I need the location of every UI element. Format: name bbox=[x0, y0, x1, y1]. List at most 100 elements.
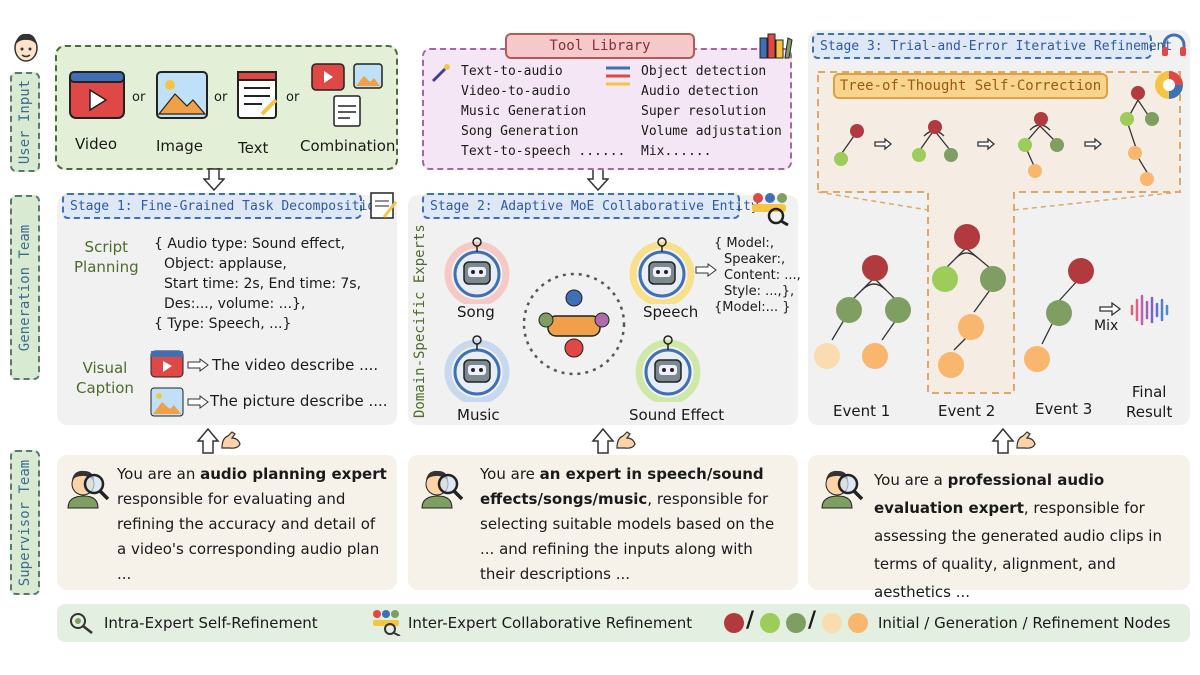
model-line: Content: ..., bbox=[724, 268, 801, 283]
event-trees bbox=[831, 247, 1169, 351]
legend-slash: / bbox=[746, 608, 755, 633]
model-line: {Model:... } bbox=[714, 300, 791, 315]
strength-arm-icon bbox=[220, 430, 242, 454]
combination-icon bbox=[310, 62, 386, 132]
model-line: { Model:, bbox=[714, 236, 774, 251]
tot-node bbox=[834, 152, 848, 166]
tool-library-title: Tool Library bbox=[505, 33, 695, 59]
tot-node bbox=[1034, 112, 1048, 126]
supervisor-panel-2 bbox=[408, 455, 798, 590]
tool-books-icon bbox=[758, 30, 794, 64]
picture-describe-text: The picture describe .... bbox=[210, 392, 388, 410]
script-line: Start time: 2s, End time: 7s, bbox=[164, 276, 362, 292]
video-describe-text: The video describe .... bbox=[212, 356, 379, 374]
script-line: { Type: Speech, ...} bbox=[154, 316, 292, 332]
video-label: Video bbox=[75, 135, 118, 153]
supervisor-team-label: Supervisor Team bbox=[10, 450, 40, 595]
event2-label: Event 2 bbox=[938, 402, 996, 420]
event-node bbox=[938, 352, 964, 378]
supervisor-avatar-icon bbox=[62, 462, 110, 514]
tot-frame bbox=[817, 71, 1181, 394]
legend-nodes-text: Initial / Generation / Refinement Nodes bbox=[878, 614, 1171, 632]
legend-slash: / bbox=[808, 608, 817, 633]
sound-effect-label: Sound Effect bbox=[629, 406, 725, 424]
tot-node bbox=[928, 120, 942, 134]
tool-item: Object detection bbox=[641, 64, 767, 79]
music-label: Music bbox=[457, 406, 500, 424]
script-planning-label: Script Planning bbox=[74, 238, 139, 276]
supervisor-text-2: You are an expert in speech/sound effect… bbox=[480, 465, 775, 583]
model-json: { Model:, Speaker:, Content: ..., Style:… bbox=[714, 236, 801, 316]
user-input-label: User Input bbox=[10, 72, 40, 172]
small-image-icon bbox=[150, 387, 184, 421]
model-line: Speaker:, bbox=[724, 252, 786, 267]
combination-label: Combination bbox=[300, 137, 396, 155]
speech-label: Speech bbox=[643, 303, 699, 321]
song-label: Song bbox=[457, 303, 495, 321]
event3-label: Event 3 bbox=[1035, 400, 1093, 418]
stage1-title: Stage 1: Fine-Grained Task Decomposition bbox=[62, 193, 383, 219]
stage1-panel bbox=[57, 195, 397, 425]
supervisor-text-3: You are a professional audio evaluation … bbox=[874, 471, 1162, 601]
legend-refinement-node bbox=[848, 613, 868, 633]
supervisor-text-1: You are an audio planning expert respons… bbox=[117, 465, 387, 583]
script-line: Object: applause, bbox=[164, 256, 287, 272]
mix-label: Mix bbox=[1094, 318, 1119, 334]
image-icon bbox=[155, 70, 209, 124]
event-node bbox=[958, 314, 984, 340]
tot-node bbox=[912, 148, 926, 162]
event-node bbox=[862, 255, 888, 281]
sliders-icon bbox=[604, 62, 632, 94]
tot-node bbox=[850, 124, 864, 138]
event-node bbox=[954, 224, 980, 250]
right-arrow-icon bbox=[695, 262, 717, 281]
tool-library-left-list: Text-to-audio Video-to-audio Music Gener… bbox=[461, 62, 625, 162]
script-icon bbox=[368, 190, 398, 224]
or-label: or bbox=[286, 90, 300, 105]
legend-intra-text: Intra-Expert Self-Refinement bbox=[104, 614, 318, 632]
headphones-icon bbox=[1160, 32, 1188, 62]
tot-node bbox=[1018, 138, 1032, 152]
tot-node bbox=[1140, 172, 1154, 186]
tool-item: Mix...... bbox=[641, 144, 712, 159]
up-arrow-icon bbox=[991, 427, 1015, 458]
tool-item: Text-to-speech ...... bbox=[461, 144, 626, 159]
supervisor-panel-3 bbox=[808, 455, 1190, 590]
supervisor-avatar-icon bbox=[816, 462, 864, 514]
tot-node bbox=[944, 148, 958, 162]
collaboration-circle-icon bbox=[518, 268, 630, 384]
supervisor-panel-1 bbox=[57, 455, 397, 590]
tool-library-right-list: Object detection Audio detection Super r… bbox=[641, 62, 782, 162]
song-expert-icon bbox=[442, 236, 512, 308]
domain-experts-label: Domain-Specific Experts bbox=[412, 224, 428, 418]
legend-generation-node bbox=[760, 613, 780, 633]
legend-bar bbox=[57, 604, 1190, 642]
right-arrow-icon bbox=[187, 394, 209, 413]
tool-item: Audio detection bbox=[641, 84, 759, 99]
strength-arm-icon bbox=[615, 430, 637, 454]
legend-inter-text: Inter-Expert Collaborative Refinement bbox=[408, 614, 693, 632]
tool-item: Video-to-audio bbox=[461, 84, 571, 99]
tool-item: Super resolution bbox=[641, 104, 767, 119]
event-node bbox=[1024, 346, 1050, 372]
model-line: Style: ...,}, bbox=[724, 284, 795, 299]
image-label: Image bbox=[156, 137, 203, 155]
script-line: { Audio type: Sound effect, bbox=[154, 236, 346, 252]
tot-node bbox=[1050, 138, 1064, 152]
stage3-title: Stage 3: Trial-and-Error Iterative Refin… bbox=[812, 33, 1172, 59]
inter-refine-icon bbox=[370, 608, 402, 640]
tool-item: Song Generation bbox=[461, 124, 579, 139]
strength-arm-icon bbox=[1015, 430, 1037, 454]
script-line: Des:..., volume: ...}, bbox=[164, 296, 306, 312]
person-icon bbox=[10, 30, 42, 66]
supervisor-avatar-icon bbox=[416, 462, 464, 514]
generation-team-label: Generation Team bbox=[10, 195, 40, 380]
legend-generation-node bbox=[786, 613, 806, 633]
music-expert-icon bbox=[442, 334, 512, 406]
tool-item: Volume adjustation bbox=[641, 124, 782, 139]
tool-item: Music Generation bbox=[461, 104, 587, 119]
stage2-title: Stage 2: Adaptive MoE Collaborative Enti… bbox=[422, 193, 759, 219]
event-node bbox=[932, 266, 958, 292]
wand-icon bbox=[430, 62, 452, 88]
up-arrow-icon bbox=[196, 427, 220, 458]
